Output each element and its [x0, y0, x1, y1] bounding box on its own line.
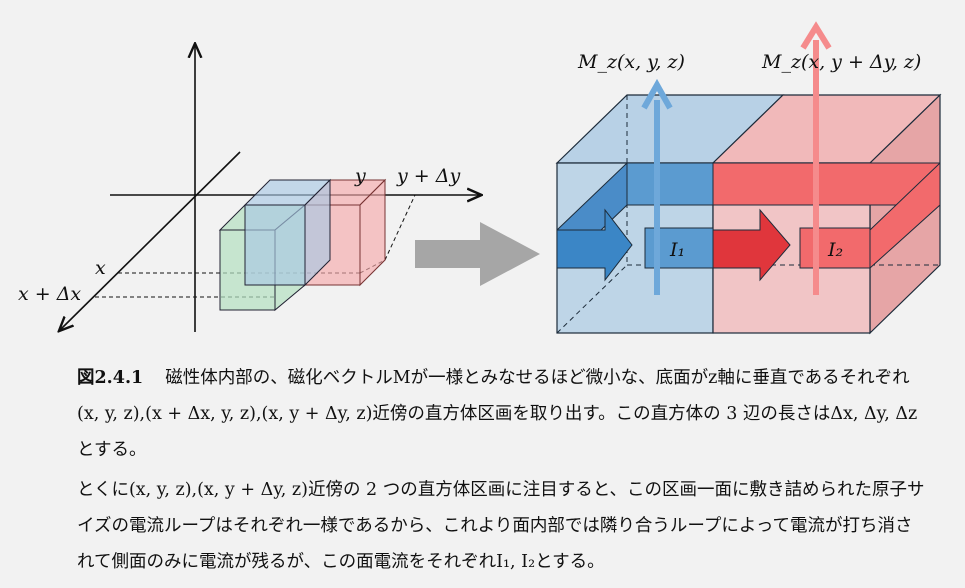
figure: y y + Δy x x + Δx M_z(x, y, z) M_z(x, y … [18, 21, 942, 335]
label-mz2: M_z(x, y + Δy, z) [761, 51, 921, 73]
caption-paragraph-1: 磁性体内部の、磁化ベクトルMが一様とみなせるほど微小な、底面がz軸に垂直であるそ… [77, 368, 918, 460]
label-y: y [354, 165, 366, 187]
mz-arrow-red [800, 21, 832, 295]
figure-number: 図2.4.1 [77, 368, 144, 388]
transition-arrow [415, 222, 540, 286]
label-y-dy: y + Δy [396, 165, 460, 187]
box-blue [243, 178, 332, 287]
current-band-red [712, 161, 941, 282]
label-i2: I₂ [827, 239, 843, 261]
label-i1: I₁ [669, 239, 685, 261]
label-x-dx: x + Δx [18, 283, 81, 305]
label-x: x [95, 257, 106, 279]
label-mz1: M_z(x, y, z) [577, 51, 685, 73]
mz-arrow-blue [641, 78, 673, 295]
caption-paragraph-2: とくに(x, y, z),(x, y + Δy, z)近傍の 2 つの直方体区画… [77, 480, 925, 572]
